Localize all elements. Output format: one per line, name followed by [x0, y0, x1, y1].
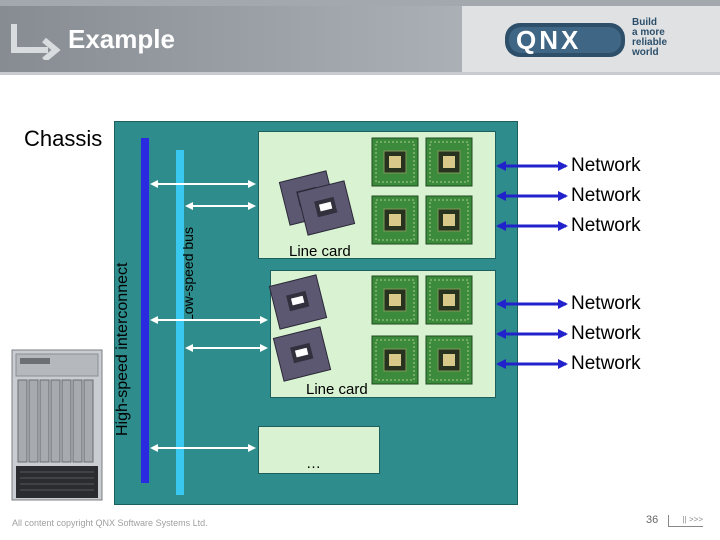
line-card-label: …: [306, 455, 321, 472]
processor-chip-icon: [371, 275, 473, 385]
copyright-footer: All content copyright QNX Software Syste…: [12, 518, 208, 528]
network-label: Network: [571, 215, 641, 236]
qnx-wordmark-text: QNX: [516, 25, 582, 55]
next-slide-button[interactable]: || >>>: [668, 515, 703, 527]
connection-arrows: [150, 180, 268, 452]
tagline-line: a more: [632, 27, 665, 38]
page-title: Example: [68, 24, 175, 54]
tagline-line: world: [632, 47, 659, 58]
header-band: [0, 6, 462, 72]
arrow-logo-icon: [11, 24, 61, 60]
high-speed-interconnect-bar: [141, 138, 149, 483]
line-card-3: [258, 426, 380, 474]
line-card-label: Line card: [289, 243, 351, 260]
tagline-line: Build: [632, 17, 657, 28]
router-chassis-image: [11, 349, 103, 501]
cpu-package-icon: [268, 274, 332, 382]
tagline-line: reliable: [632, 37, 668, 48]
page-number: 36: [646, 514, 659, 526]
network-label: Network: [571, 353, 641, 374]
line-card-label: Line card: [306, 381, 368, 398]
network-label: Network: [571, 185, 641, 206]
header-divider: [0, 72, 720, 75]
network-arrows: [496, 161, 568, 369]
cpu-package-icon: [278, 170, 356, 236]
network-label: Network: [571, 293, 641, 314]
qnx-wordmark-icon: [505, 23, 625, 57]
chassis-label: Chassis: [24, 126, 103, 151]
network-label: Network: [571, 155, 641, 176]
qnx-tagline: Build a more reliable world: [632, 18, 667, 58]
processor-chip-icon: [371, 137, 473, 245]
network-label: Network: [571, 323, 641, 344]
qnx-logo: QNX Build a more reliable world: [504, 18, 714, 62]
